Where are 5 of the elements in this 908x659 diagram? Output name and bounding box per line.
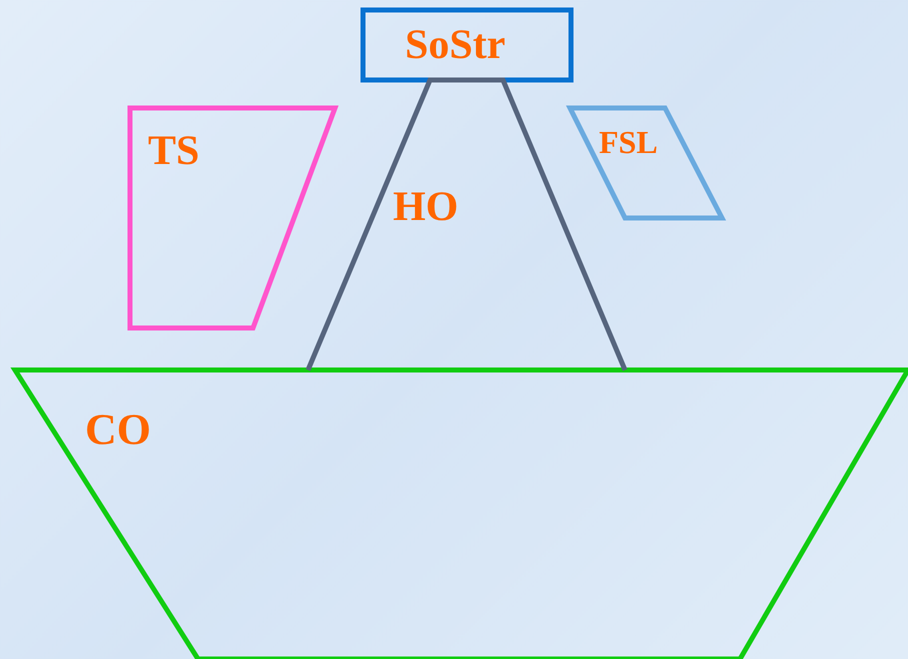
shape-label: SoStr (405, 24, 506, 66)
shape-label: HO (393, 186, 458, 228)
shape-label: TS (148, 130, 200, 172)
shape-label: CO (85, 408, 151, 452)
shape-label: FSL (599, 126, 658, 158)
